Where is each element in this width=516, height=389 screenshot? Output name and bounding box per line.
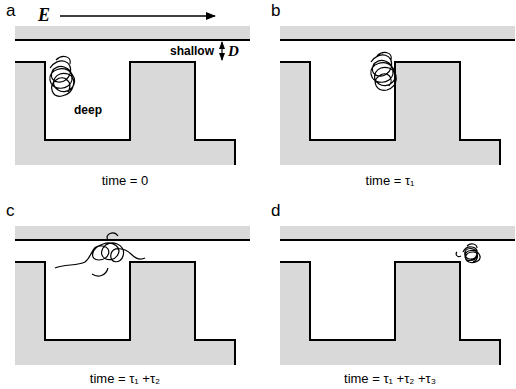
panel-d [280,226,515,365]
panel-a [15,16,250,165]
dimension-symbol: D [228,44,239,59]
region-label: shallow [170,45,214,57]
panel-b [280,26,515,165]
panel-letter: b [271,2,280,19]
time-label: time = τ₁ +τ₂ +τ₃ [344,372,436,385]
region-label: deep [74,104,102,116]
field-symbol: E [38,6,50,24]
panel-letter: d [271,202,280,219]
panel-letter: c [6,202,15,219]
time-label: time = 0 [102,174,149,187]
time-label: time = τ₁ [366,174,415,187]
time-label: time = τ₁ +τ₂ [90,372,160,385]
panel-letter: a [6,2,15,19]
panel-c [15,226,250,365]
